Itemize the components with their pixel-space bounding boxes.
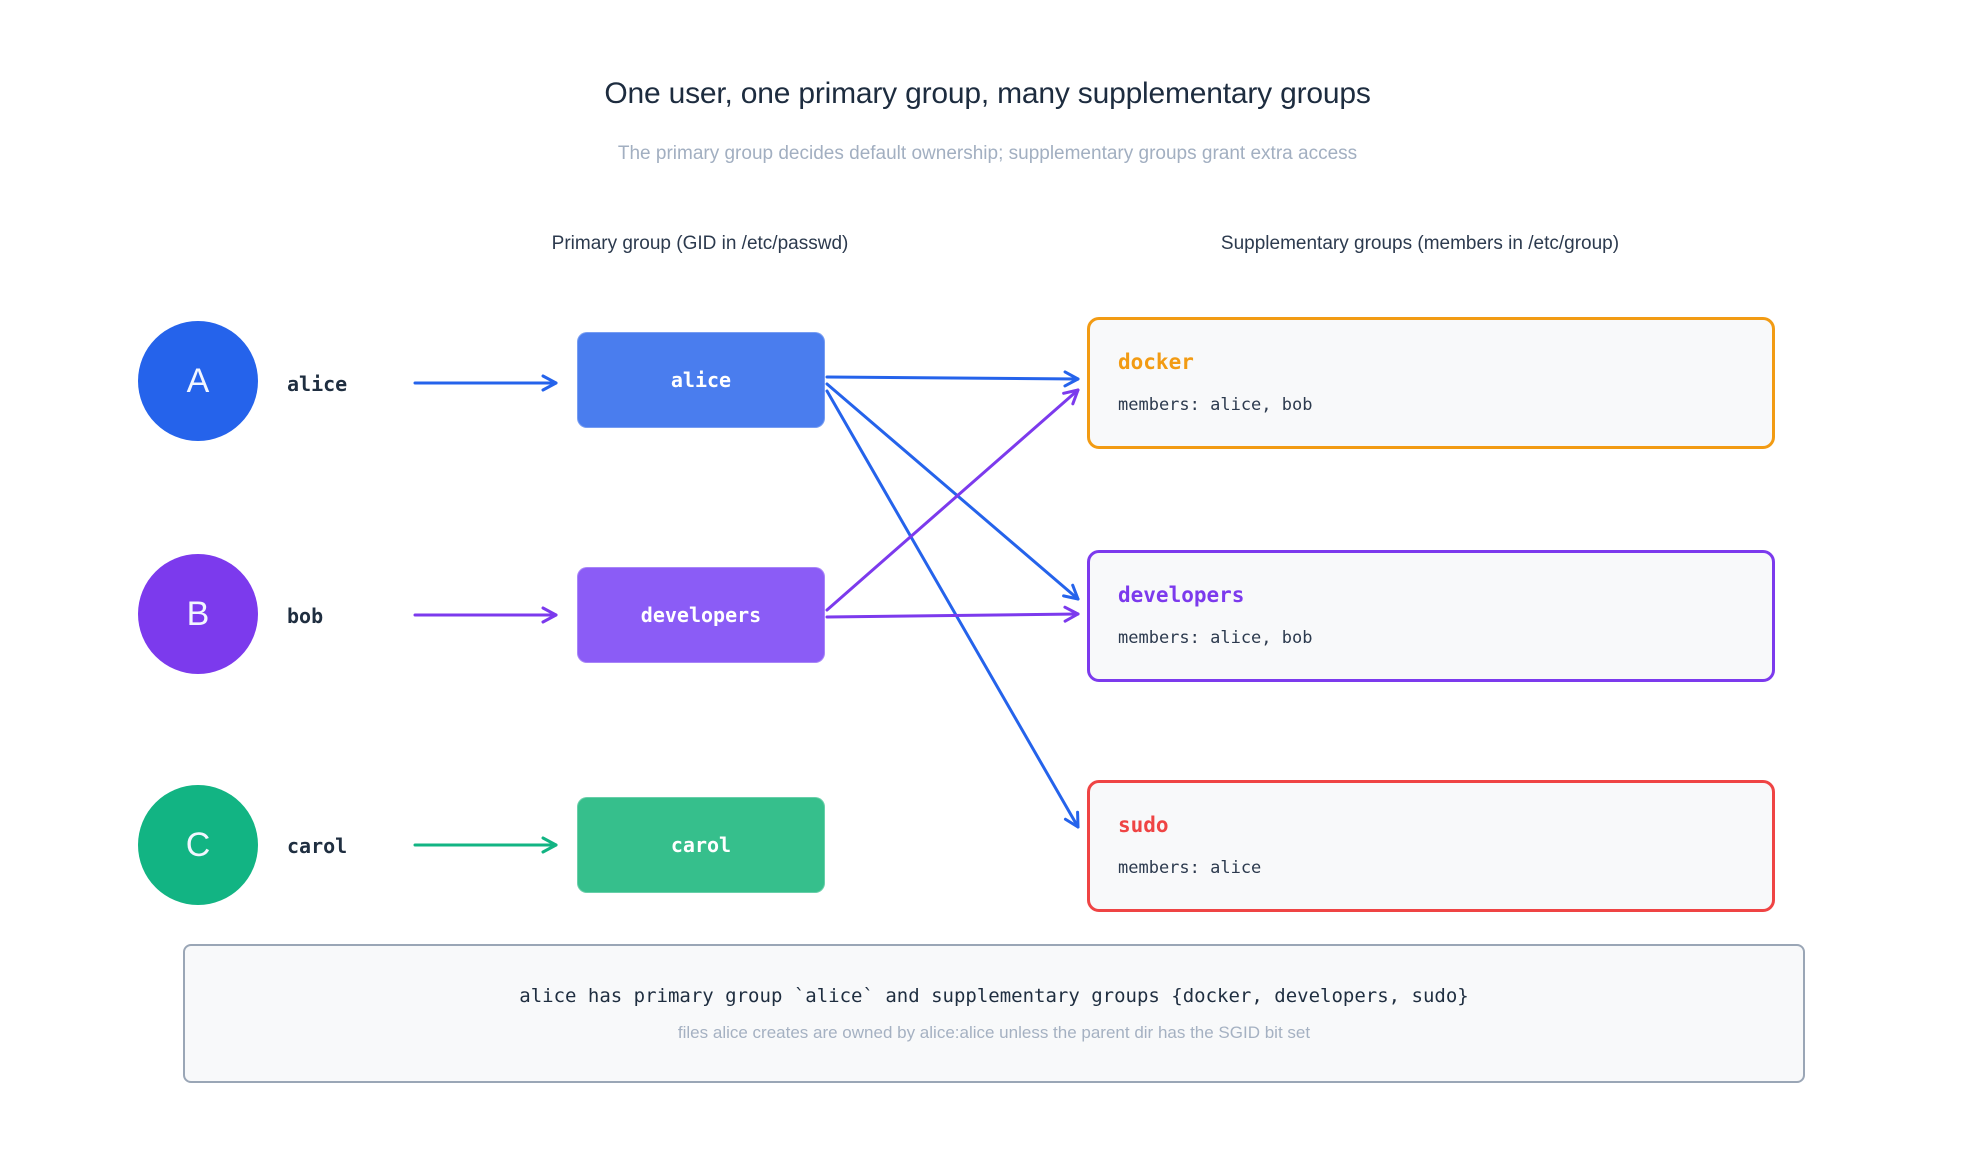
user-avatar-carol: C	[138, 785, 258, 905]
primary-group-label-developers: developers	[640, 603, 762, 627]
arrow-alice-to-docker	[825, 370, 1080, 388]
arrow-developers-to-docker	[825, 388, 1080, 612]
supplementary-group-title-docker: docker	[1118, 350, 1194, 374]
primary-group-box-carol: carol	[577, 797, 825, 893]
supplementary-group-members-developers: members: alice, bob	[1118, 628, 1313, 648]
column-header-primary-group: Primary group (GID in /etc/passwd)	[551, 233, 849, 254]
primary-group-label-alice: alice	[670, 368, 732, 392]
supplementary-group-title-sudo: sudo	[1118, 813, 1169, 837]
primary-group-box-developers: developers	[577, 567, 825, 663]
primary-group-label-carol: carol	[670, 833, 732, 857]
user-initial-carol: C	[185, 825, 211, 864]
user-initial-alice: A	[186, 361, 210, 400]
user-avatar-alice: A	[138, 321, 258, 441]
arrow-alice-to-sudo	[825, 389, 1080, 829]
page-title: One user, one primary group, many supple…	[604, 77, 1371, 110]
arrow-developers-to-developers	[825, 605, 1080, 623]
page-subtitle: The primary group decides default owners…	[617, 143, 1358, 164]
user-name-alice: alice	[287, 372, 348, 396]
user-name-carol: carol	[287, 834, 348, 858]
supplementary-group-box-developers: developers members: alice, bob	[1087, 550, 1775, 682]
supplementary-group-members-docker: members: alice, bob	[1118, 395, 1313, 415]
arrow-alice-to-developers	[825, 382, 1080, 601]
supplementary-group-box-sudo: sudo members: alice	[1087, 780, 1775, 912]
user-name-bob: bob	[287, 604, 324, 628]
supplementary-group-members-sudo: members: alice	[1118, 858, 1262, 878]
column-header-supplementary-groups: Supplementary groups (members in /etc/gr…	[1220, 233, 1620, 254]
user-initial-bob: B	[186, 594, 210, 633]
user-avatar-bob: B	[138, 554, 258, 674]
primary-group-box-alice: alice	[577, 332, 825, 428]
summary-note-secondary-line: files alice creates are owned by alice:a…	[677, 1022, 1311, 1042]
summary-note-box: alice has primary group `alice` and supp…	[183, 944, 1805, 1083]
summary-note-primary-line: alice has primary group `alice` and supp…	[519, 984, 1469, 1007]
supplementary-group-box-docker: docker members: alice, bob	[1087, 317, 1775, 449]
supplementary-group-title-developers: developers	[1118, 583, 1245, 607]
